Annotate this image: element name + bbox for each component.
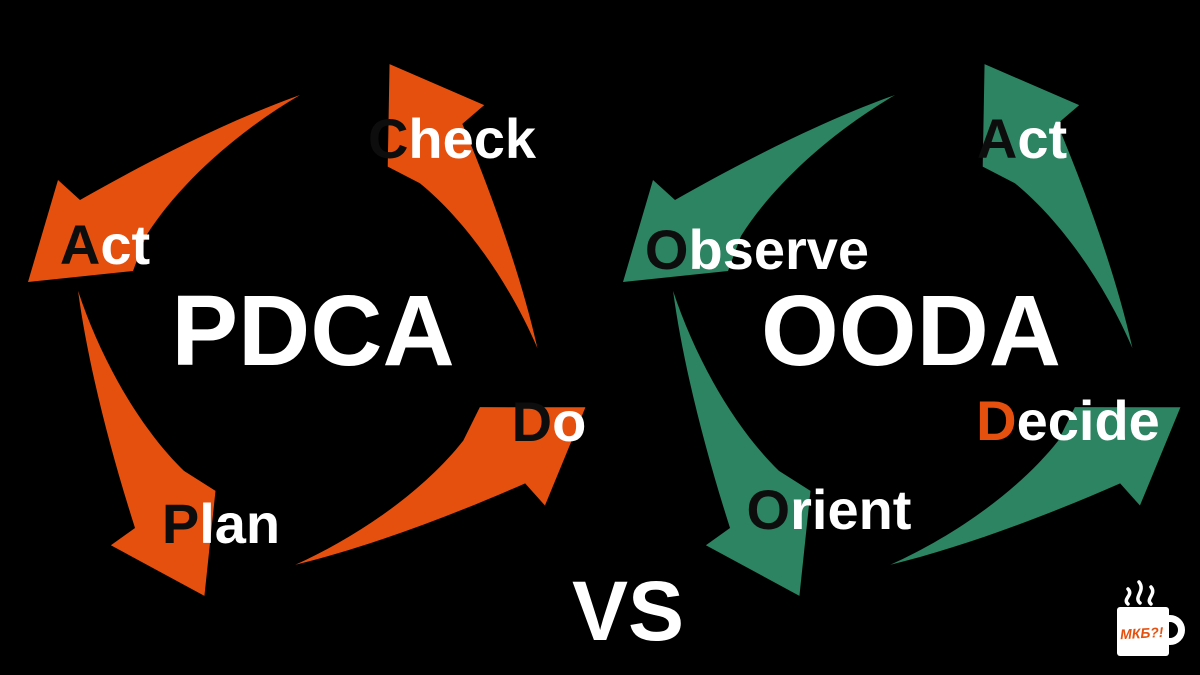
observe-rest: bserve [688, 218, 870, 281]
check-initial: C [367, 107, 409, 170]
mug-logo: МКБ?! [1117, 580, 1185, 656]
decide-rest: ecide [1016, 389, 1160, 452]
mug-text: МКБ?! [1120, 624, 1165, 642]
decide-initial: D [976, 389, 1017, 452]
pdca-label-check: Check [368, 111, 536, 167]
ooda-label-decide: Decide [976, 393, 1160, 449]
pdca-label-do: Do [512, 394, 587, 450]
pdca-label-plan: Plan [162, 496, 280, 552]
do-rest: o [552, 390, 587, 453]
do-initial: D [511, 390, 553, 453]
act-initial: A [59, 213, 101, 276]
ooda-act-rest: ct [1017, 107, 1068, 170]
plan-initial: P [161, 492, 200, 555]
ooda-act-initial: A [976, 107, 1018, 170]
observe-initial: O [644, 218, 689, 281]
ooda-label-orient: Orient [747, 482, 912, 538]
pdca-label-act: Act [60, 217, 150, 273]
plan-rest: lan [199, 492, 281, 555]
orient-rest: rient [790, 478, 912, 541]
mug-body-icon [1117, 607, 1169, 656]
act-rest: ct [100, 213, 151, 276]
pdca-title: PDCA [171, 275, 455, 387]
versus-text: VS [571, 564, 685, 658]
check-rest: heck [408, 107, 537, 170]
ooda-title: OODA [761, 275, 1061, 387]
ooda-label-act: Act [977, 111, 1067, 167]
orient-initial: O [746, 478, 791, 541]
ooda-label-observe: Observe [645, 222, 869, 278]
steam-icon [1124, 580, 1155, 606]
